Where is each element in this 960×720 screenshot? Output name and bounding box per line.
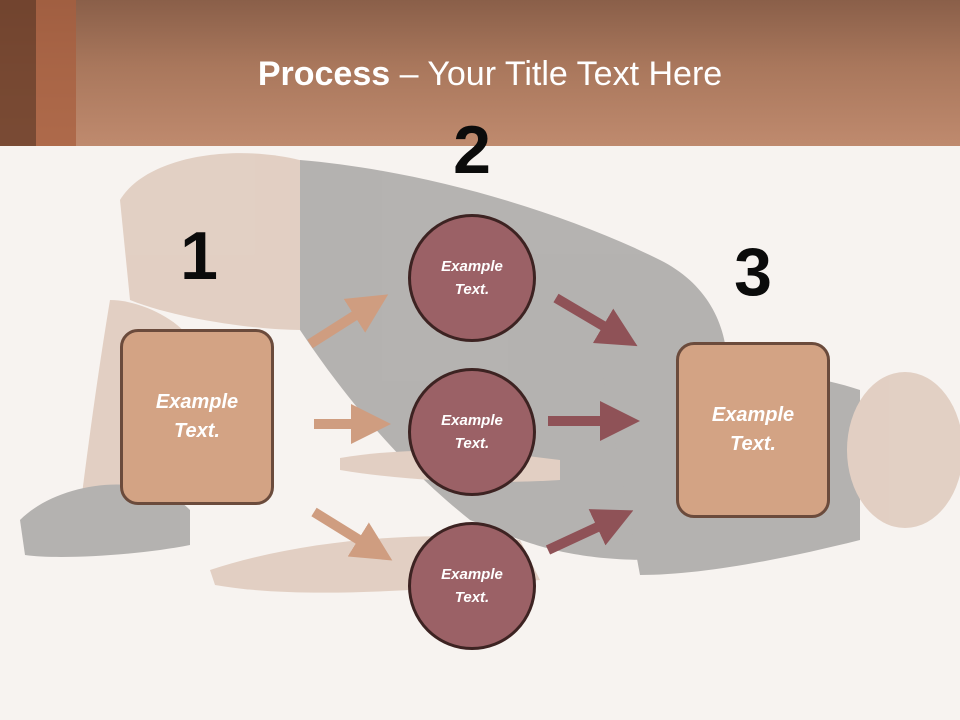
process-circle-bottom: Example Text. (408, 522, 536, 650)
process-circle-top: Example Text. (408, 214, 536, 342)
step-box-1-text: Example Text. (155, 391, 239, 442)
step-box-3-text: Example Text. (711, 404, 795, 455)
arrow-down-right (311, 507, 393, 561)
circle-bottom-text: Example Text. (441, 566, 503, 606)
step-number-3: 3 (734, 234, 772, 310)
arrow-up-right (307, 294, 389, 349)
arrow-up-right-dark (545, 509, 634, 555)
process-circle-middle: Example Text. (408, 368, 536, 496)
slide-title: Process – Your Title Text Here (257, 55, 723, 93)
circle-middle-text: Example Text. (441, 412, 503, 452)
accent-stripe (0, 0, 36, 146)
accent-stripe (36, 0, 76, 146)
header-band (0, 0, 960, 146)
step-number-2: 2 (453, 112, 491, 188)
arrow-down-right-dark (553, 293, 638, 347)
step-number-1: 1 (180, 218, 218, 294)
circle-top-text: Example Text. (441, 258, 503, 298)
step-box-1: Example Text. (120, 329, 274, 505)
step-box-3: Example Text. (676, 342, 830, 518)
